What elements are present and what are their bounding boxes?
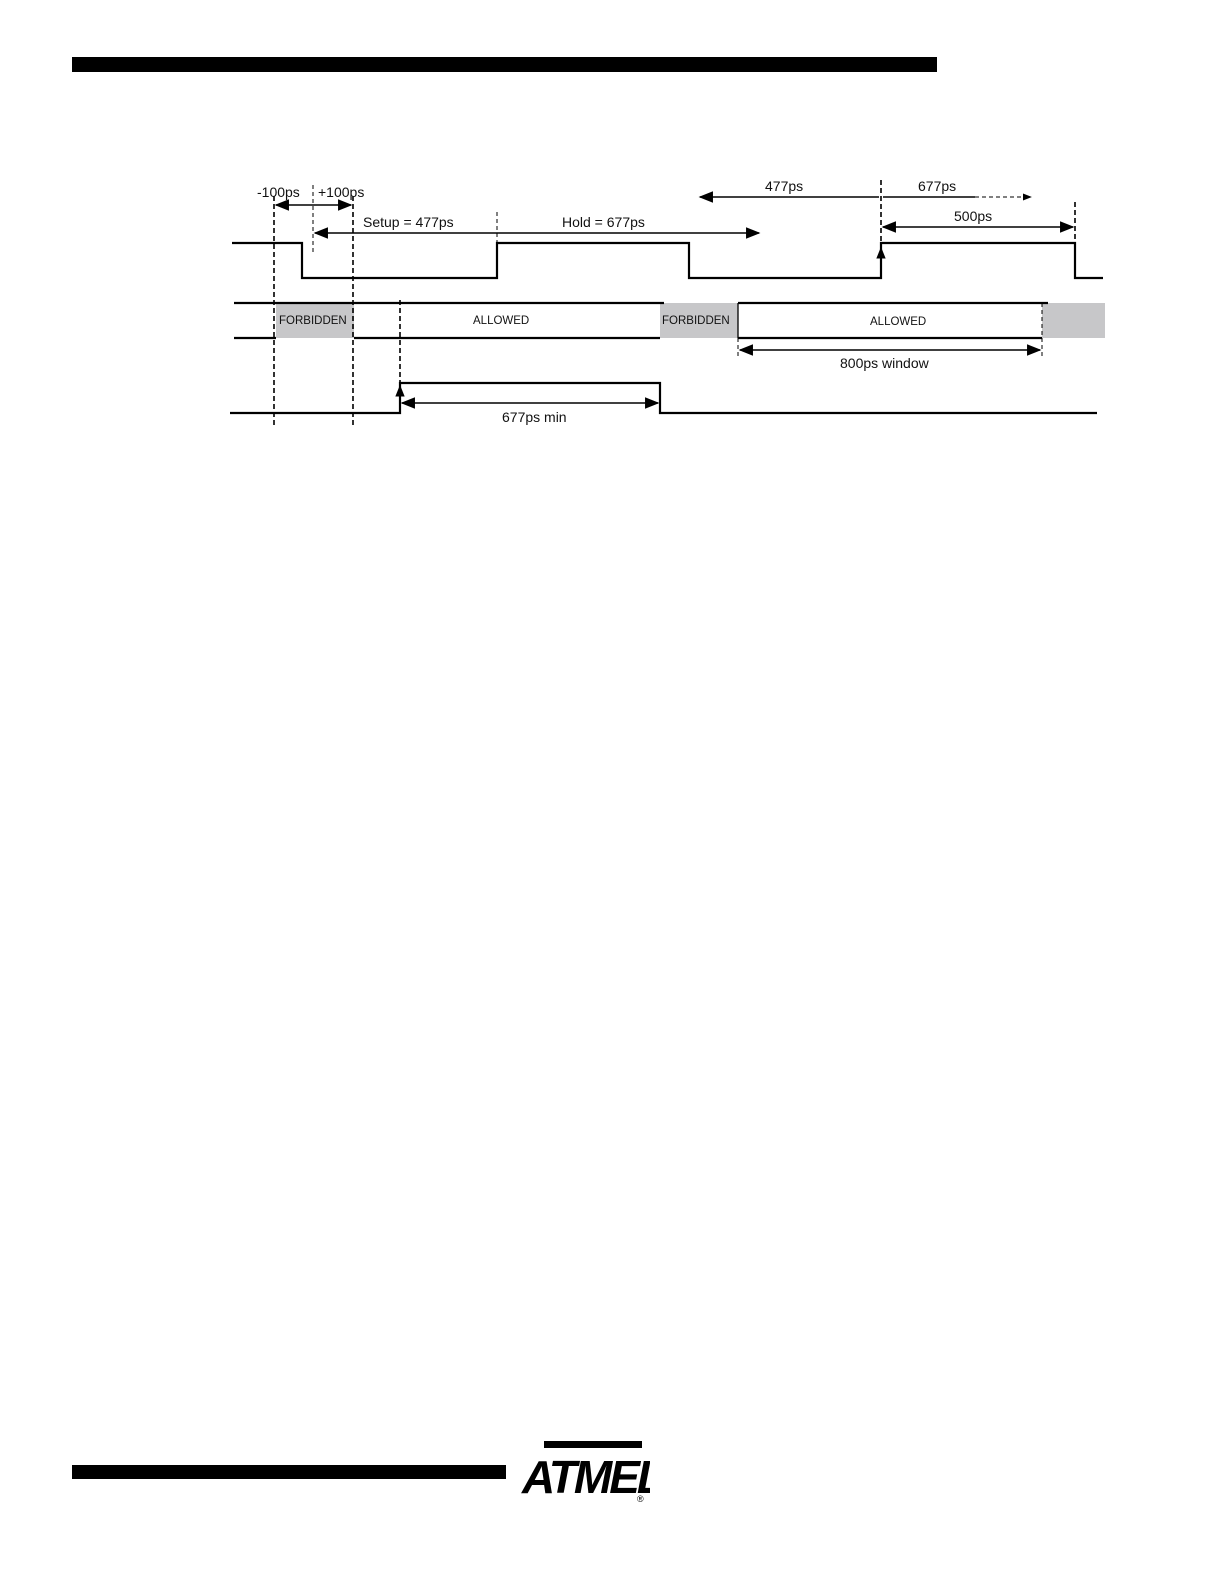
logo-top-bar — [544, 1441, 642, 1448]
label-allowed-2: ALLOWED — [870, 316, 926, 328]
timing-diagram: -100ps +100ps Setup = 477ps Hold = 677ps… — [0, 0, 1225, 480]
strobe-waveform — [230, 383, 1097, 413]
label-477ps-right: 477ps — [765, 178, 803, 194]
footer-rule — [72, 1465, 506, 1479]
atmel-logo: ATMEL ® — [520, 1440, 650, 1504]
registered-mark: ® — [637, 1494, 644, 1504]
logo-wordmark: ATMEL — [521, 1451, 650, 1503]
label-500ps: 500ps — [954, 208, 992, 224]
label-677ps-right: 677ps — [918, 178, 956, 194]
label-plus-100ps: +100ps — [318, 184, 364, 200]
label-677ps-min: 677ps min — [502, 409, 567, 425]
label-forbidden-2: FORBIDDEN — [662, 315, 730, 327]
clock-waveform — [232, 243, 1103, 278]
label-allowed-1: ALLOWED — [473, 315, 529, 327]
label-hold: Hold = 677ps — [562, 214, 645, 230]
label-forbidden-1: FORBIDDEN — [279, 315, 347, 327]
label-800ps-window: 800ps window — [840, 355, 930, 371]
label-minus-100ps: -100ps — [257, 184, 300, 200]
forbidden-region-3 — [1042, 303, 1105, 338]
label-setup: Setup = 477ps — [363, 214, 454, 230]
